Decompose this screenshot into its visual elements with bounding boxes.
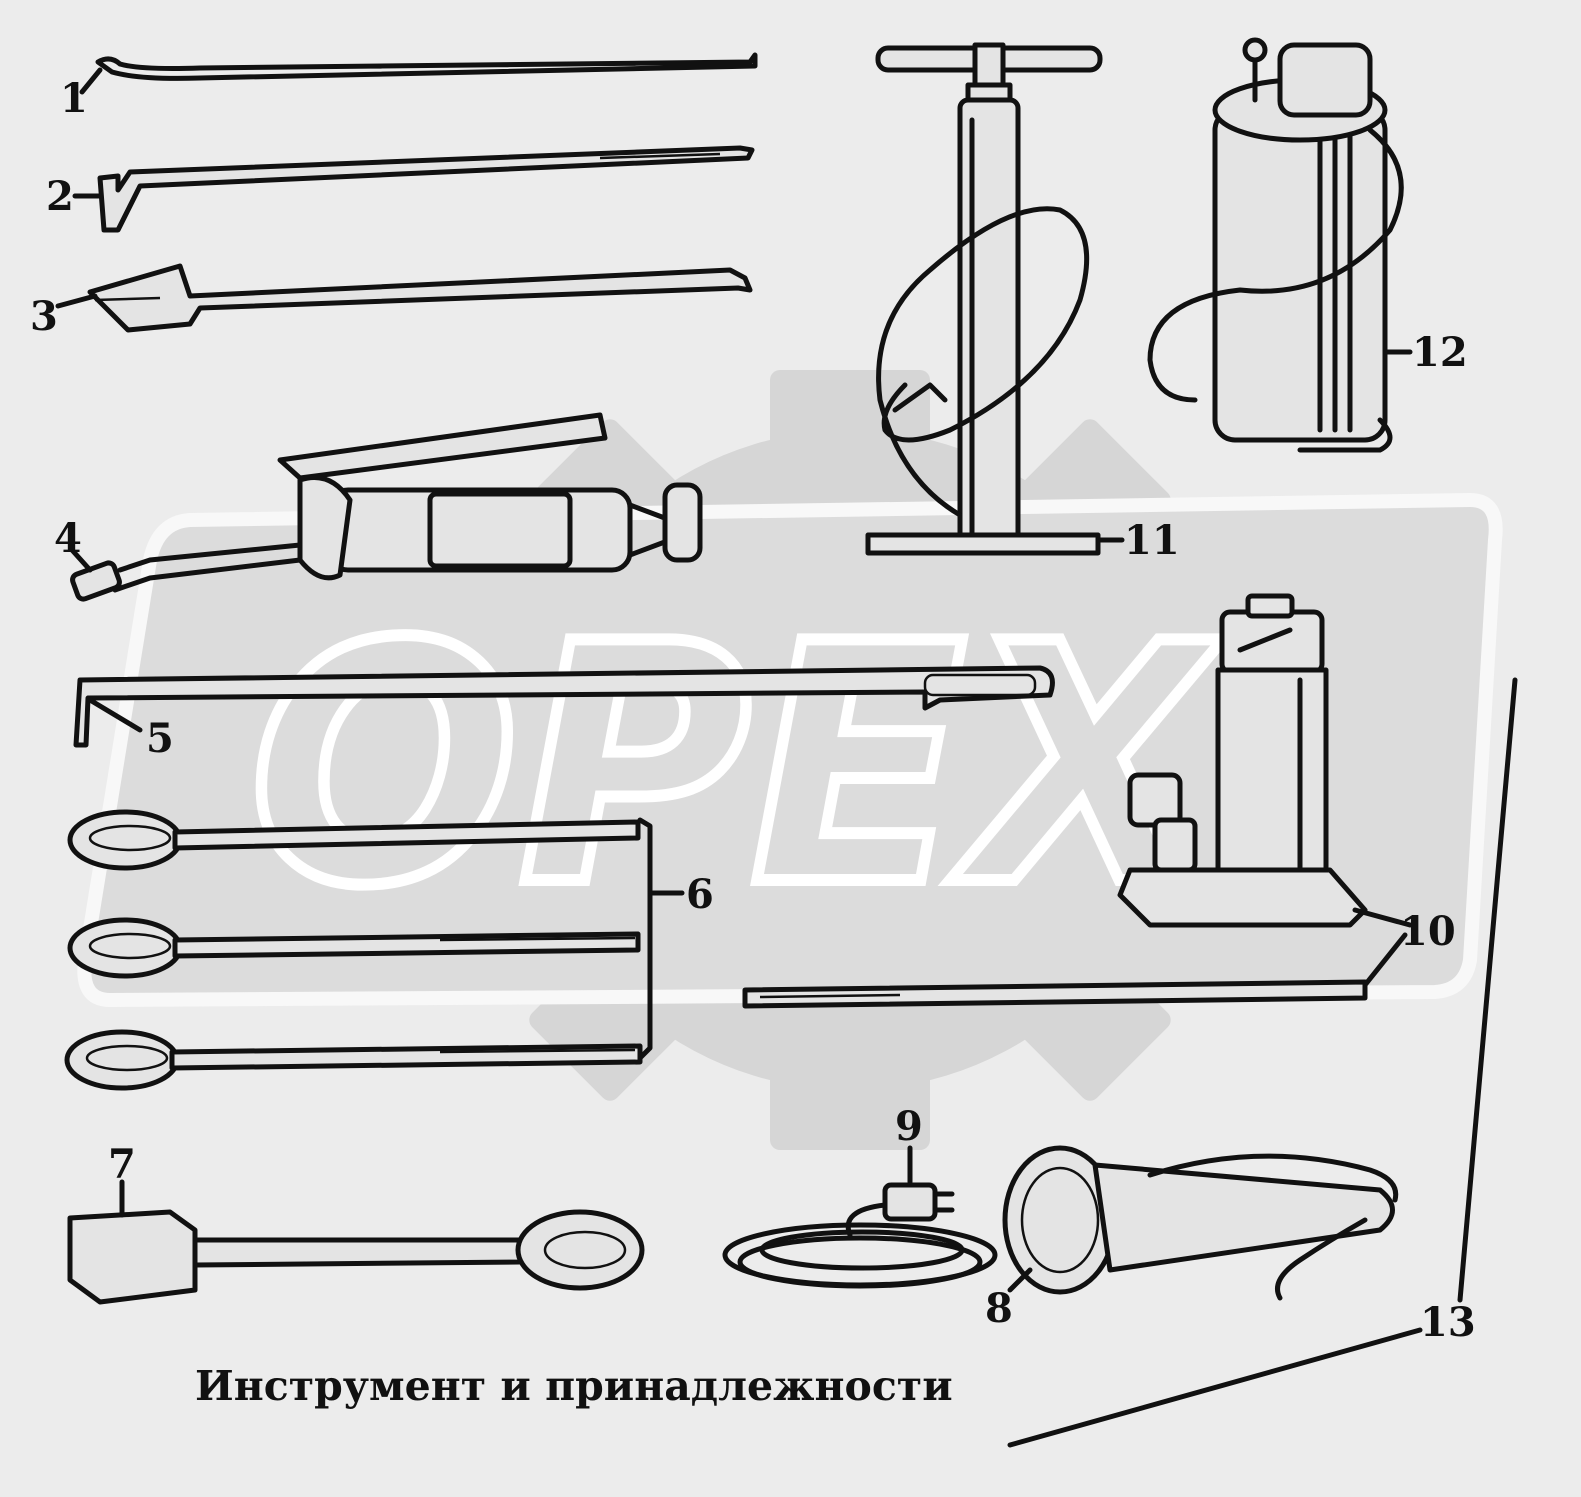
tool-6-eye-bolt-2 [67, 917, 641, 979]
tool-3-tire-lever [87, 263, 753, 333]
leader-8 [1007, 1267, 1033, 1293]
tool-10-jack-handle [742, 979, 1368, 1009]
tool-5-hook-bar [73, 665, 1055, 748]
tool-6-eye-bolt-1 [67, 809, 641, 871]
callout-6: 6 [686, 871, 714, 918]
tool-2-tire-lever [97, 145, 755, 233]
callout-1: 1 [60, 75, 88, 122]
callout-12: 12 [1412, 329, 1468, 376]
tool-10-hydraulic-jack [1117, 593, 1368, 928]
bracket-6 [637, 817, 653, 1061]
callout-9: 9 [895, 1103, 923, 1150]
tool-6-eye-bolt-3 [64, 1029, 643, 1091]
leader-5 [87, 697, 143, 733]
leader-3 [55, 293, 98, 309]
callout-7: 7 [108, 1141, 136, 1188]
callout-3: 3 [30, 293, 58, 340]
callout-5: 5 [146, 715, 174, 762]
leader-13 [1007, 677, 1518, 1448]
callout-2: 2 [46, 173, 74, 220]
leader-4 [69, 547, 93, 573]
tool-7-box-wrench [67, 1209, 645, 1305]
watermark-text: OPEX [250, 574, 1223, 958]
tool-1-tire-lever [95, 52, 758, 81]
tool-12-oil-pump [1147, 37, 1404, 453]
diagram-caption: Инструмент и принадлежности [195, 1362, 953, 1410]
tool-11-tire-pump [865, 42, 1103, 556]
callout-4: 4 [54, 515, 82, 562]
tool-4-grease-gun [70, 412, 703, 602]
callouts: 1 2 3 4 5 6 7 8 9 10 11 12 13 [30, 75, 1476, 1346]
tool-9-cord-plug [722, 1182, 998, 1289]
leader-10 [1352, 907, 1413, 988]
callout-10: 10 [1400, 908, 1456, 955]
tool-8-inspection-lamp [1002, 1145, 1399, 1301]
callout-13: 13 [1420, 1299, 1476, 1346]
callout-11: 11 [1124, 517, 1180, 564]
leader-1 [79, 67, 103, 95]
callout-8: 8 [985, 1285, 1013, 1332]
